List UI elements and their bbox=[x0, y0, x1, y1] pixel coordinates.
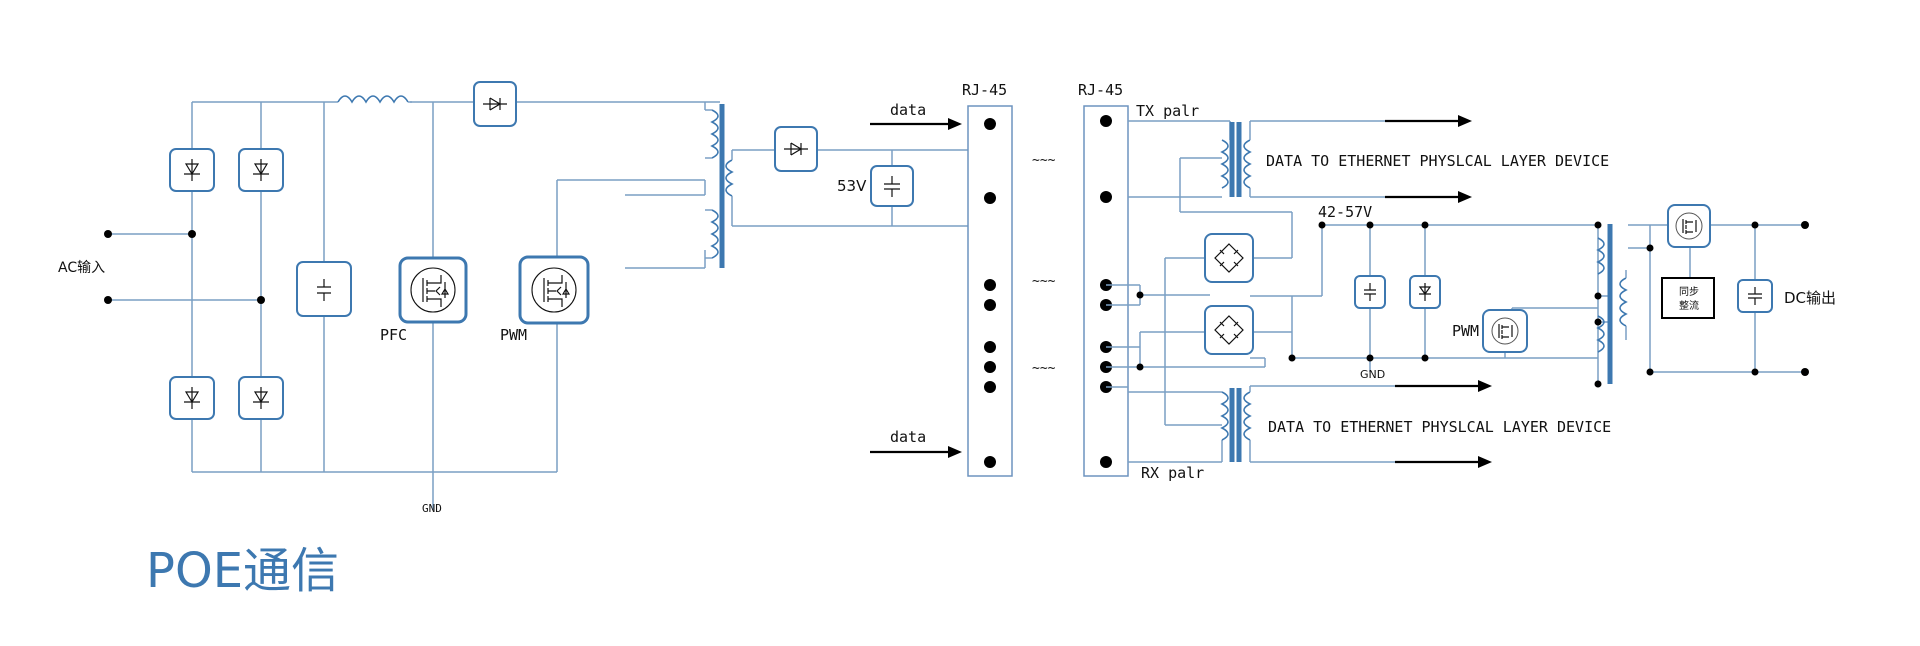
pwm-mosfet-left bbox=[518, 255, 590, 325]
data-to-ethernet-top-label: DATA TO ETHERNET PHYSLCAL LAYER DEVICE bbox=[1266, 152, 1609, 170]
capacitor-rail bbox=[1354, 275, 1386, 309]
pwm-left-label: PWM bbox=[500, 326, 527, 344]
inductor-coil bbox=[337, 95, 412, 104]
zener-diode-rail bbox=[1409, 275, 1441, 309]
rx-pair-label: RX palr bbox=[1141, 464, 1204, 482]
gnd-right-label: GND bbox=[1360, 368, 1385, 381]
transformer-rx bbox=[1220, 385, 1410, 463]
data-to-ethernet-bottom-label: DATA TO ETHERNET PHYSLCAL LAYER DEVICE bbox=[1268, 418, 1611, 436]
transformer-output bbox=[1596, 224, 1628, 384]
diode-top-rail bbox=[473, 81, 517, 127]
tilde-label-2: ~~~ bbox=[1032, 274, 1056, 289]
tx-pair-label: TX palr bbox=[1136, 102, 1199, 120]
tx-arrow-top bbox=[1385, 115, 1472, 127]
pwm-right-label: PWM bbox=[1452, 322, 1479, 340]
tilde-label-1: ~~~ bbox=[1032, 153, 1056, 168]
diode-mid bbox=[774, 126, 818, 172]
data-top-label: data bbox=[890, 101, 926, 119]
diode-top-right bbox=[238, 148, 284, 192]
page-title: POE通信 bbox=[146, 543, 339, 599]
right-junctions bbox=[1136, 221, 1809, 388]
sync-rect-box bbox=[1661, 277, 1715, 319]
gnd-left-label: GND bbox=[422, 502, 442, 515]
diode-bottom-right bbox=[238, 376, 284, 420]
data-arrow-bottom bbox=[870, 446, 962, 458]
rx-arrow-bottom bbox=[1395, 456, 1492, 468]
rj45-left-label: RJ-45 bbox=[962, 81, 1007, 99]
data-bottom-label: data bbox=[890, 428, 926, 446]
diode-bottom-left bbox=[169, 376, 215, 420]
transformer-tx bbox=[1220, 120, 1410, 198]
rj45-right-label: RJ-45 bbox=[1078, 81, 1123, 99]
pfc-label: PFC bbox=[380, 326, 407, 344]
right-wiring bbox=[1106, 120, 1805, 463]
bridge-rectifier-top bbox=[1204, 233, 1254, 283]
v53-label: 53V bbox=[837, 177, 867, 195]
v42-57-label: 42-57V bbox=[1318, 203, 1372, 221]
tx-arrow-bottom bbox=[1385, 191, 1472, 203]
sync-rect-label-2: 整流 bbox=[1679, 299, 1699, 312]
ac-input-label: AC输入 bbox=[58, 260, 105, 276]
pwm-mosfet-right bbox=[1482, 309, 1528, 353]
output-capacitor bbox=[1737, 279, 1773, 313]
transformer-left bbox=[705, 104, 734, 268]
bulk-capacitor bbox=[296, 261, 352, 317]
pfc-mosfet bbox=[398, 256, 468, 324]
rj45-left bbox=[967, 105, 1013, 477]
rj45-right bbox=[1083, 105, 1129, 477]
diode-top-left bbox=[169, 148, 215, 192]
rx-arrow-top bbox=[1395, 380, 1492, 392]
sync-rect-mosfet bbox=[1667, 204, 1711, 248]
left-junctions bbox=[104, 230, 265, 304]
dc-output-label: DC输出 bbox=[1784, 289, 1836, 307]
sync-rect-label-1: 同步 bbox=[1679, 286, 1699, 298]
data-arrow-top bbox=[870, 118, 962, 130]
mid-wiring bbox=[731, 149, 969, 227]
capacitor-53v bbox=[870, 165, 914, 207]
tilde-label-3: ~~~ bbox=[1032, 361, 1056, 376]
bridge-rectifier-bottom bbox=[1204, 305, 1254, 355]
